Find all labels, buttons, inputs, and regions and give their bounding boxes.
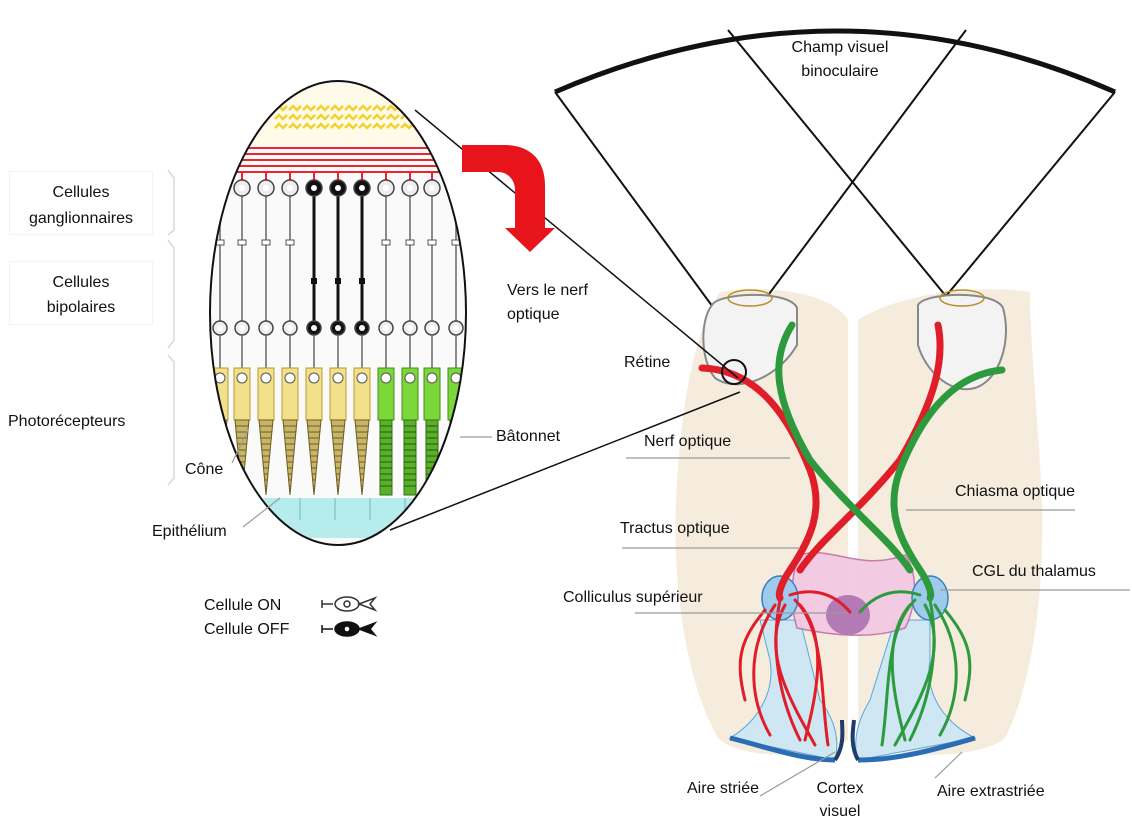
cellules-bipolaires-label-1: Cellules: [10, 272, 152, 294]
retina-zoom-oval: [200, 81, 480, 545]
aire-striee-label: Aire striée: [687, 778, 759, 800]
batonnet-label: Bâtonnet: [496, 426, 560, 448]
on-cell-icon: [322, 597, 375, 611]
vers-nerf-label-2: optique: [507, 304, 560, 326]
cellules-ganglionnaires-label-1: Cellules: [10, 182, 152, 204]
cortex-visuel-label-1: Cortex: [810, 778, 870, 800]
nerf-optique-label: Nerf optique: [644, 431, 731, 453]
legend-icons: [322, 597, 375, 636]
epithelium-label: Epithélium: [152, 521, 227, 543]
chiasma-optique-label: Chiasma optique: [955, 481, 1075, 503]
photorecepteurs-label: Photorécepteurs: [8, 411, 125, 433]
retine-label: Rétine: [624, 352, 670, 374]
vers-nerf-optique-arrow: [462, 145, 555, 252]
cortex-visuel-label-2: visuel: [810, 801, 870, 823]
colliculus-label: Colliculus supérieur: [563, 587, 703, 609]
vers-nerf-label-1: Vers le nerf: [507, 280, 588, 302]
legend-off-label: Cellule OFF: [204, 619, 289, 641]
aire-extrastriee-label: Aire extrastriée: [937, 781, 1045, 803]
tractus-optique-label: Tractus optique: [620, 518, 730, 540]
cellules-ganglionnaires-label-2: ganglionnaires: [10, 208, 152, 230]
champ-visuel-label-1: Champ visuel: [760, 37, 920, 59]
off-cell-icon: [322, 622, 375, 636]
cgl-thalamus-label: CGL du thalamus: [972, 561, 1096, 583]
cone-label: Cône: [185, 459, 223, 481]
colliculus-superieur: [826, 595, 870, 635]
cellules-bipolaires-label-2: bipolaires: [10, 297, 152, 319]
legend-on-label: Cellule ON: [204, 595, 281, 617]
bracket-lines: [168, 170, 174, 485]
champ-visuel-label-2: binoculaire: [760, 61, 920, 83]
